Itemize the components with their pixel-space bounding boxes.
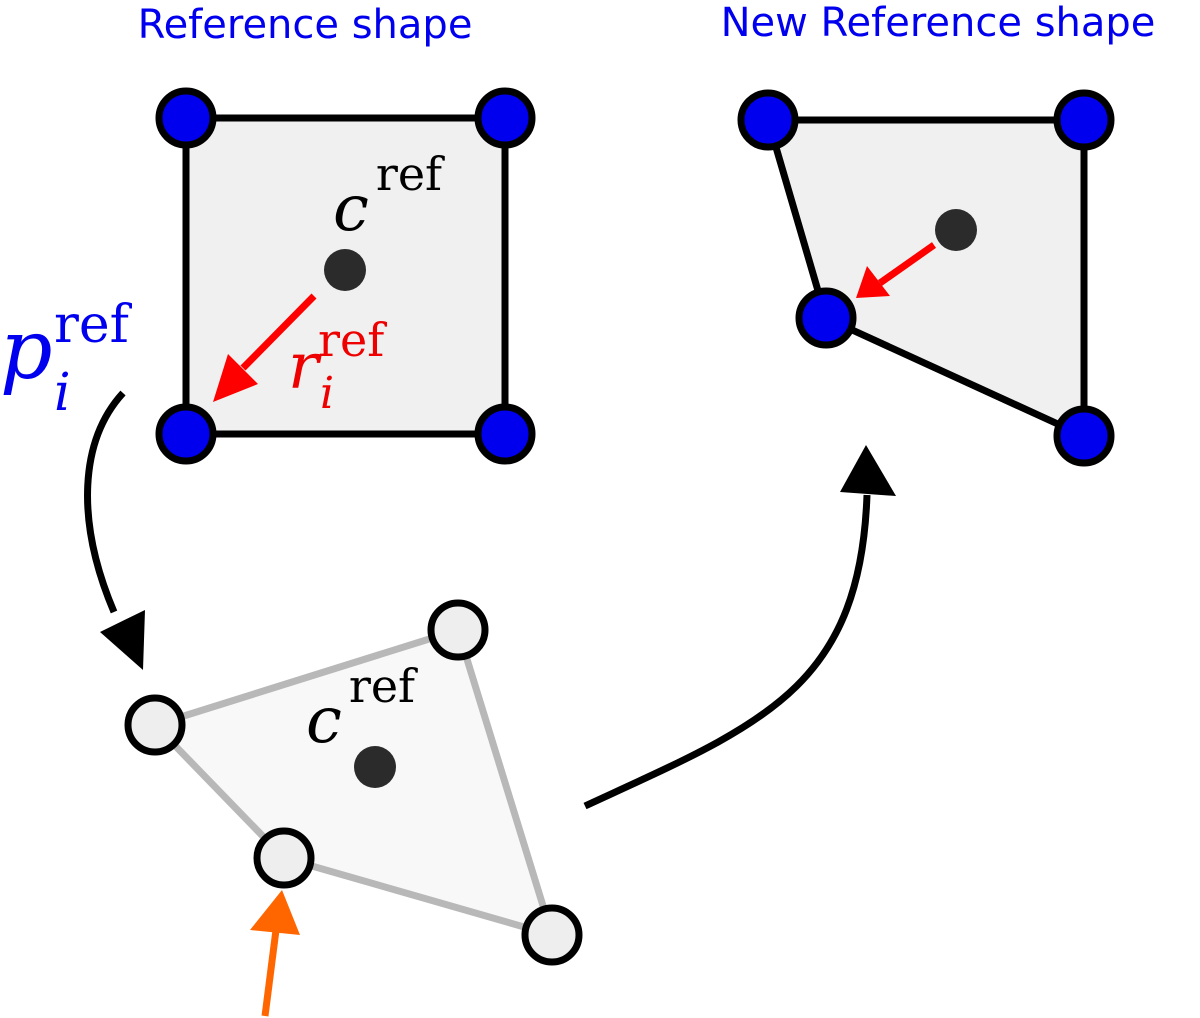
new-reference-vertex-bottom-right — [1053, 405, 1115, 467]
new-reference-quad — [764, 116, 1088, 440]
reference-vertex-bottom-right — [474, 403, 536, 465]
reference-shape: c ref r i ref — [155, 87, 536, 465]
deformed-vertex-bottom-right — [521, 904, 583, 966]
deformed-vertex-left — [124, 694, 186, 756]
centroid-label-bottom: c ref — [306, 659, 418, 758]
centroid-label-top: c ref — [333, 147, 445, 246]
deformed-vertex-dragged — [253, 827, 315, 889]
new-reference-vertex-top-right — [1053, 89, 1115, 151]
new-reference-vertex-top-left — [737, 89, 799, 151]
deformed-vertex-top — [427, 599, 489, 661]
flow-arrow-up — [583, 445, 896, 810]
vertex-label-p: p — [0, 303, 53, 398]
deformed-centroid — [354, 746, 396, 788]
offset-arrow-r — [213, 293, 317, 402]
reference-centroid — [324, 249, 366, 291]
reference-vertex-top-right — [474, 87, 536, 149]
vertex-label-p-sub: i — [54, 363, 71, 423]
reference-vertex-bottom-left — [155, 403, 217, 465]
offset-label-r: r — [288, 330, 322, 404]
vertex-label-p-sup: ref — [54, 295, 133, 355]
flow-arrow-down — [84, 390, 145, 670]
new-reference-shape-title: New Reference shape — [721, 0, 1156, 46]
offset-label-r-sub: i — [320, 368, 334, 419]
reference-vertex-top-left — [155, 87, 217, 149]
reference-shape-title: Reference shape — [138, 2, 473, 48]
new-reference-centroid — [935, 209, 977, 251]
deformed-shape: c ref — [124, 599, 583, 966]
offset-label-r-sup: ref — [318, 313, 387, 367]
drag-arrow — [250, 890, 300, 1017]
new-offset-arrow — [856, 242, 937, 298]
new-reference-vertex-moved — [795, 287, 857, 349]
new-reference-shape — [737, 89, 1115, 467]
